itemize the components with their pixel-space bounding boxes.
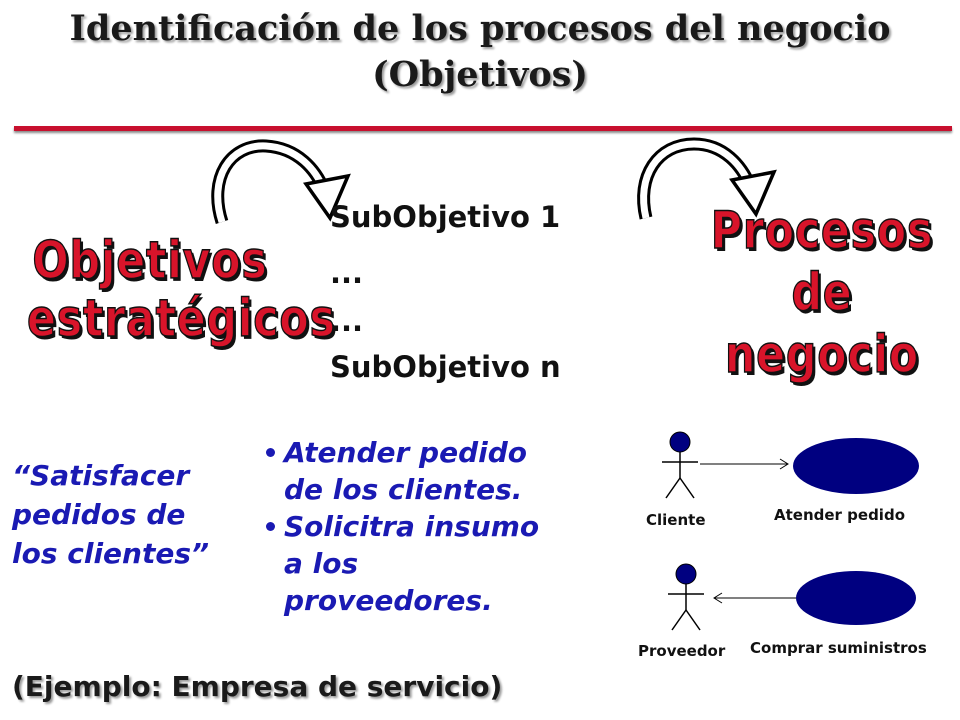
actor-cliente-label: Cliente bbox=[646, 511, 706, 529]
page-title: Identificación de los procesos del negoc… bbox=[0, 6, 960, 98]
quote-line: pedidos de bbox=[12, 498, 186, 531]
example-objective-quote: “Satisfacer pedidos de los clientes” bbox=[12, 456, 252, 573]
bullet-item: Atender pedido de los clientes. bbox=[262, 434, 602, 508]
subobjective-ellipsis: ... bbox=[330, 256, 364, 290]
curved-arrow-left-icon bbox=[211, 139, 351, 224]
strategic-objectives-line1: Objetivos bbox=[32, 231, 268, 291]
business-processes-line1: Procesos bbox=[710, 200, 934, 262]
subobjective-bullet-list: Atender pedido de los clientes. Solicitr… bbox=[262, 434, 602, 619]
curved-arrow-right-icon bbox=[637, 137, 777, 220]
association-arrow-icon bbox=[713, 592, 796, 604]
bullet-line: Solicitra insumo bbox=[284, 510, 540, 543]
uml-use-case-diagram: Cliente Atender pedido Proveedor Comprar… bbox=[638, 431, 927, 660]
usecase-comprar-suministros bbox=[796, 571, 916, 625]
strategic-objectives-label: Objetivos estratégicos bbox=[26, 231, 336, 349]
actor-cliente-icon bbox=[662, 431, 698, 499]
bullet-line: Atender pedido bbox=[284, 436, 527, 469]
bullet-line: a los bbox=[284, 547, 359, 580]
business-processes-label: Procesos de negocio bbox=[699, 200, 945, 386]
page-title-line1: Identificación de los procesos del negoc… bbox=[69, 8, 891, 49]
usecase-atender-pedido-label: Atender pedido bbox=[774, 506, 905, 524]
business-processes-line2: de negocio bbox=[724, 262, 920, 386]
usecase-comprar-suministros-label: Comprar suministros bbox=[750, 639, 927, 657]
actor-proveedor-icon bbox=[668, 563, 704, 631]
association-arrow-icon bbox=[700, 458, 789, 470]
quote-line: los clientes” bbox=[12, 537, 210, 570]
subobjective-item: SubObjetivo n bbox=[330, 350, 561, 384]
bullet-line: proveedores. bbox=[284, 584, 493, 617]
subobjective-item: SubObjetivo 1 bbox=[330, 200, 561, 234]
actor-proveedor-label: Proveedor bbox=[638, 642, 726, 660]
bullet-dot-icon bbox=[266, 522, 275, 531]
title-underline bbox=[14, 126, 952, 131]
bullet-line: de los clientes. bbox=[284, 473, 523, 506]
usecase-atender-pedido bbox=[793, 438, 919, 494]
bullet-dot-icon bbox=[266, 448, 275, 457]
strategic-objectives-line2: estratégicos bbox=[26, 289, 336, 349]
page-title-line2: (Objetivos) bbox=[372, 54, 588, 95]
example-caption: (Ejemplo: Empresa de servicio) bbox=[12, 670, 503, 703]
quote-line: “Satisfacer bbox=[12, 459, 190, 492]
bullet-item: Solicitra insumo a los proveedores. bbox=[262, 508, 602, 619]
subobjective-ellipsis: ... bbox=[330, 304, 364, 338]
